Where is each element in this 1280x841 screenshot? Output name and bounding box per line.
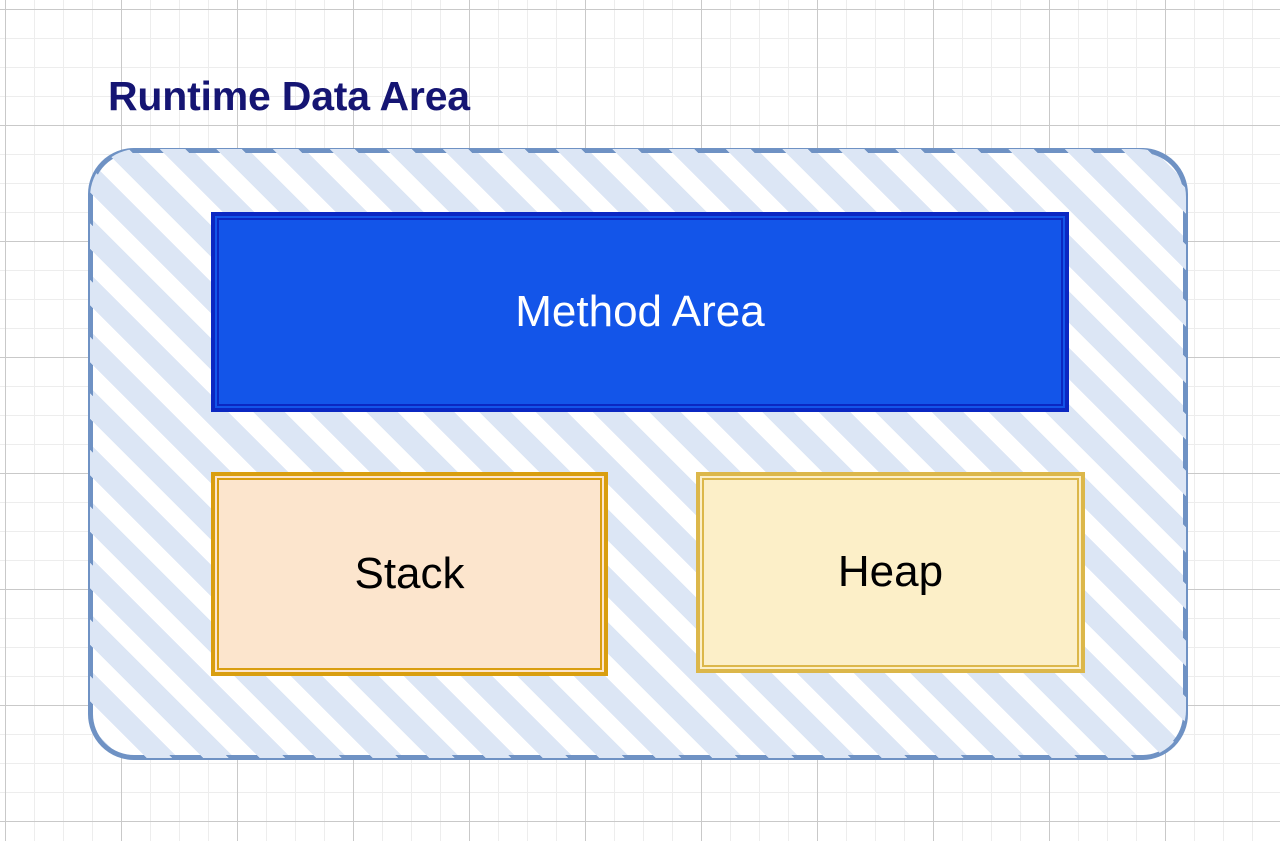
stack-box[interactable]: Stack xyxy=(211,472,608,676)
heap-box[interactable]: Heap xyxy=(696,472,1085,673)
method-area-box[interactable]: Method Area xyxy=(211,212,1069,412)
runtime-data-area-container: Method Area Stack Heap xyxy=(88,148,1188,760)
heap-label: Heap xyxy=(837,547,944,597)
method-area-label: Method Area xyxy=(515,286,765,336)
page-title: Runtime Data Area xyxy=(108,73,470,119)
stack-label: Stack xyxy=(354,548,465,598)
runtime-container-inner: Method Area Stack Heap xyxy=(93,153,1183,755)
